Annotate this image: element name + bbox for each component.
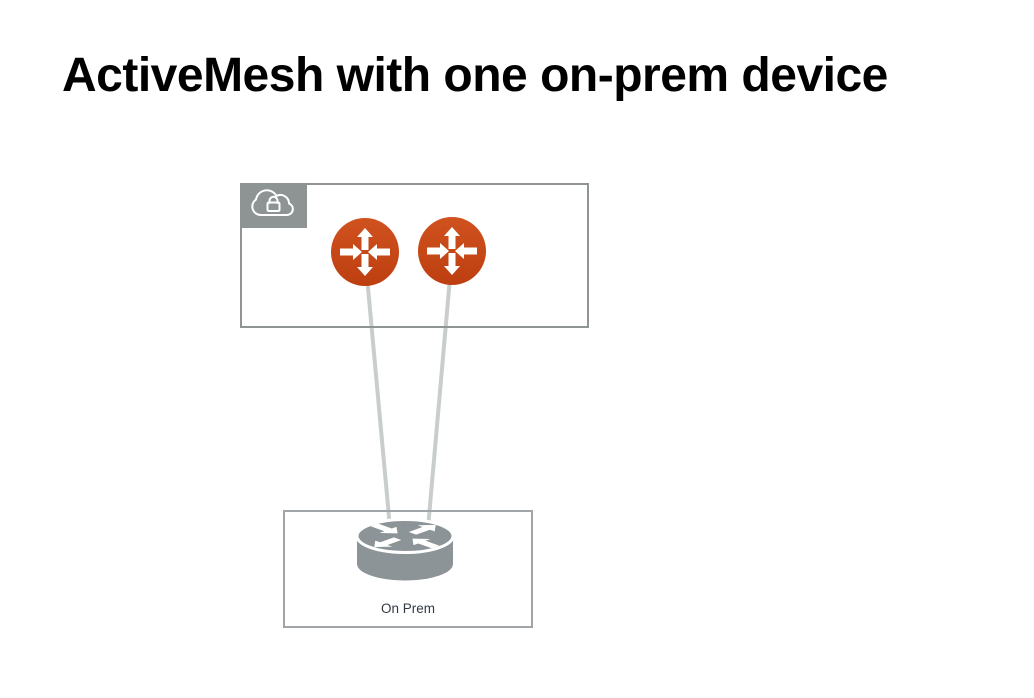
router-icon (355, 518, 455, 581)
cloud-outline (251, 189, 294, 217)
lock-shackle (268, 195, 279, 204)
secure-cloud-icon (251, 189, 294, 217)
gateway-icon-right (418, 217, 486, 285)
cloud-region-box (240, 183, 589, 328)
onprem-label: On Prem (380, 601, 435, 616)
gateway-circle (331, 218, 399, 286)
gateway-arrows (427, 227, 477, 275)
connection-line-left (363, 254, 392, 529)
connection-line-right (426, 254, 454, 529)
gateway-arrows (340, 228, 390, 276)
gateway-circle (418, 217, 486, 285)
onprem-box: On Prem (283, 510, 533, 628)
router-cylinder-bottom (357, 547, 453, 581)
router-top-disk (355, 518, 455, 554)
slide-title: ActiveMesh with one on-prem device (62, 49, 888, 102)
lock-body (266, 201, 281, 212)
mesh-gateway-icon (418, 217, 486, 285)
cloud-tab (240, 183, 307, 228)
gateway-icon-left (331, 218, 399, 286)
router-arrows (370, 523, 440, 549)
mesh-gateway-icon (331, 218, 399, 286)
